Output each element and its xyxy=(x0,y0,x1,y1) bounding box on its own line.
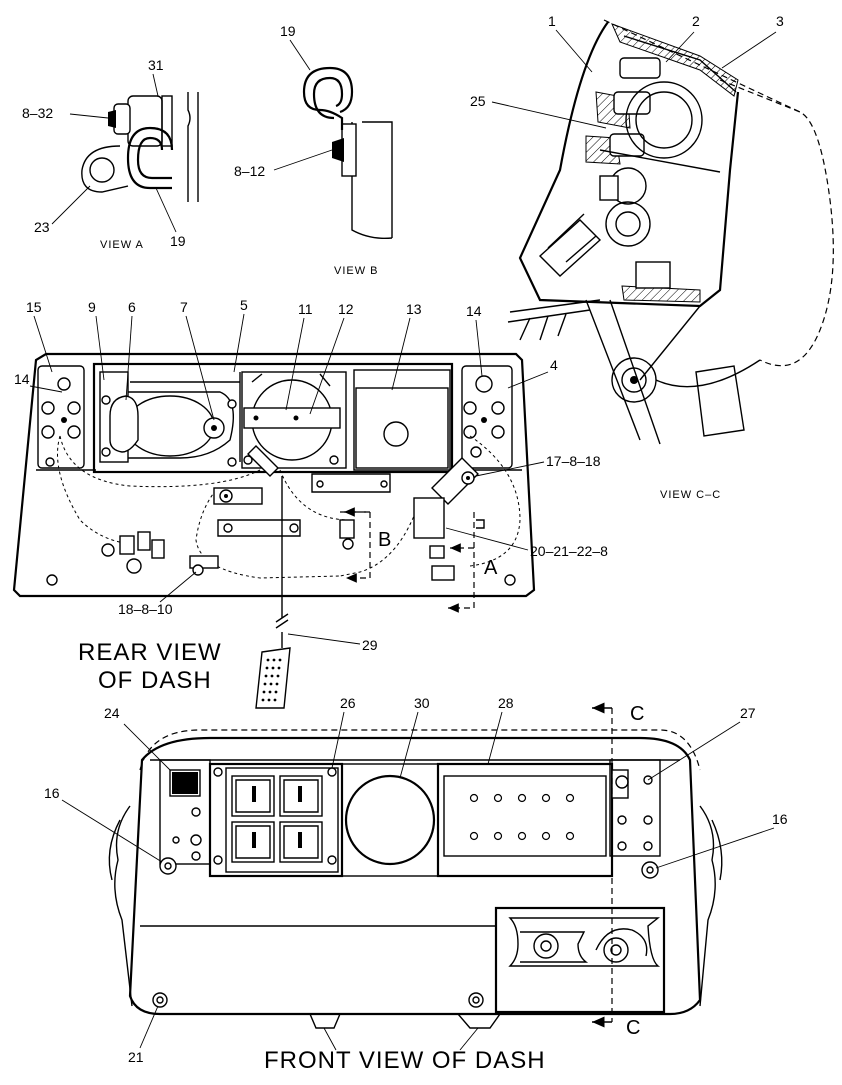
view-b-detail xyxy=(302,66,393,240)
callout-12: 12 xyxy=(338,301,354,317)
callout-26: 26 xyxy=(340,695,356,711)
callout-29: 29 xyxy=(362,637,378,653)
callout-2: 2 xyxy=(692,13,700,29)
callout-24: 24 xyxy=(104,705,120,721)
rear-view-title-line-1: REAR VIEW xyxy=(78,639,222,666)
callout-31: 31 xyxy=(148,57,164,73)
rear-view-title-line-2: OF DASH xyxy=(98,667,212,694)
callout-17-8-18: 17–8–18 xyxy=(546,453,601,469)
callout-20-21-22-8: 20–21–22–8 xyxy=(530,543,608,559)
callout-16-right: 16 xyxy=(772,811,788,827)
section-marker-c-top: C xyxy=(630,703,644,725)
callout-7: 7 xyxy=(180,299,188,315)
section-marker-a: A xyxy=(484,557,498,579)
view-a-label: VIEW A xyxy=(100,239,144,251)
callout-18-8-10: 18–8–10 xyxy=(118,601,173,617)
callout-8-12: 8–12 xyxy=(234,163,265,179)
callout-8-32: 8–32 xyxy=(22,105,53,121)
callout-5: 5 xyxy=(240,297,248,313)
section-marker-c-bottom: C xyxy=(626,1017,640,1039)
callout-9: 9 xyxy=(88,299,96,315)
callout-27: 27 xyxy=(740,705,756,721)
callout-6: 6 xyxy=(128,299,136,315)
callout-3: 3 xyxy=(776,13,784,29)
front-view-of-dash xyxy=(108,702,723,1029)
view-c-c-section xyxy=(507,19,834,445)
view-b-label: VIEW B xyxy=(334,265,379,277)
section-marker-b: B xyxy=(378,529,391,551)
callout-28: 28 xyxy=(498,695,514,711)
callout-13: 13 xyxy=(406,301,422,317)
callout-14-left: 14 xyxy=(14,371,30,387)
front-view-title: FRONT VIEW OF DASH xyxy=(264,1047,546,1074)
view-a-detail xyxy=(81,92,199,202)
view-c-c-label: VIEW C–C xyxy=(660,489,721,501)
rear-view-of-dash xyxy=(12,352,536,709)
callout-19-view-b: 19 xyxy=(280,23,296,39)
callout-25: 25 xyxy=(470,93,486,109)
callout-14-right: 14 xyxy=(466,303,482,319)
callout-21: 21 xyxy=(128,1049,144,1065)
callout-16-left: 16 xyxy=(44,785,60,801)
callout-30: 30 xyxy=(414,695,430,711)
callout-1: 1 xyxy=(548,13,556,29)
callout-11: 11 xyxy=(298,301,313,317)
callout-19-view-a: 19 xyxy=(170,233,186,249)
callout-23: 23 xyxy=(34,219,50,235)
callout-15: 15 xyxy=(26,299,42,315)
callout-4: 4 xyxy=(550,357,558,373)
